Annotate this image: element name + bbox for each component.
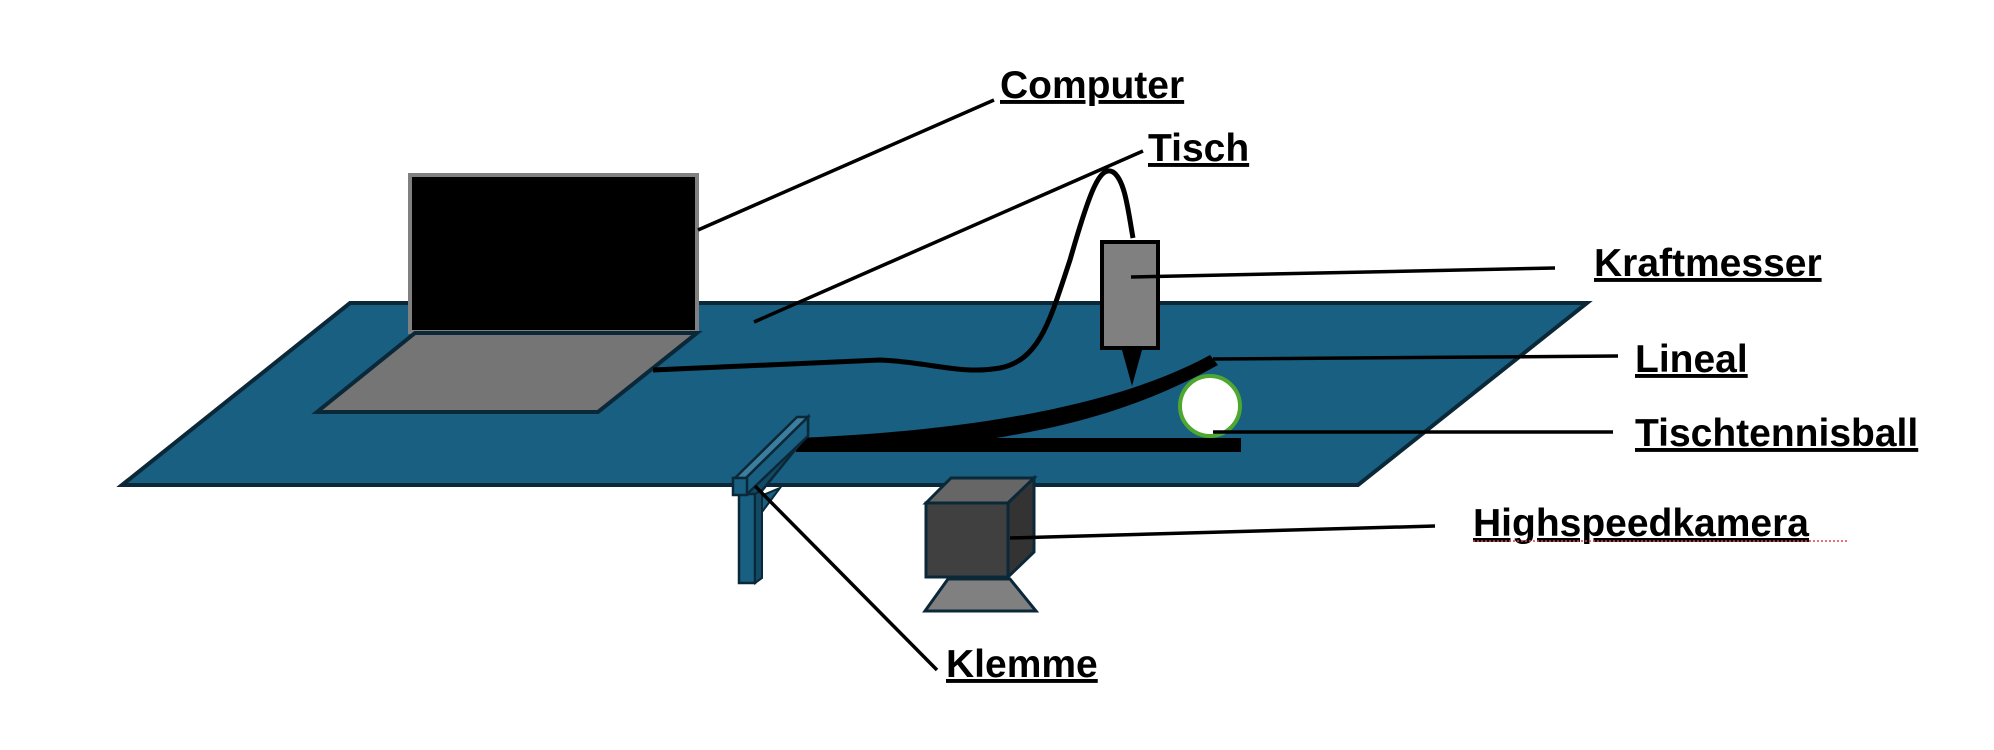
- label-tisch: Tisch: [1148, 127, 1249, 170]
- laptop-keyboard: [311, 331, 703, 414]
- cable: [652, 168, 1136, 373]
- table-tennis-ball: [1178, 374, 1242, 438]
- laptop-screen: [408, 173, 699, 334]
- ruler-base: [796, 438, 1241, 452]
- clamp: [731, 413, 812, 585]
- label-lineal: Lineal: [1635, 338, 1748, 381]
- label-highspeedkamera: Highspeedkamera: [1473, 502, 1809, 545]
- ruler-bent: [796, 355, 1218, 440]
- leader-tisch: [753, 149, 1144, 324]
- leader-klemme: [753, 484, 939, 672]
- leader-lineal: [1212, 354, 1619, 361]
- leader-computer: [697, 98, 995, 232]
- leader-highspeedkamera: [1009, 524, 1436, 540]
- force-meter-tip: [1122, 350, 1142, 386]
- label-tischtennisball: Tischtennisball: [1635, 412, 1918, 455]
- force-meter: [1100, 240, 1160, 350]
- label-klemme: Klemme: [946, 643, 1098, 686]
- leader-kraftmesser: [1130, 266, 1556, 279]
- label-kraftmesser: Kraftmesser: [1594, 242, 1822, 285]
- highspeed-camera: [922, 474, 1040, 613]
- label-computer: Computer: [1000, 64, 1184, 107]
